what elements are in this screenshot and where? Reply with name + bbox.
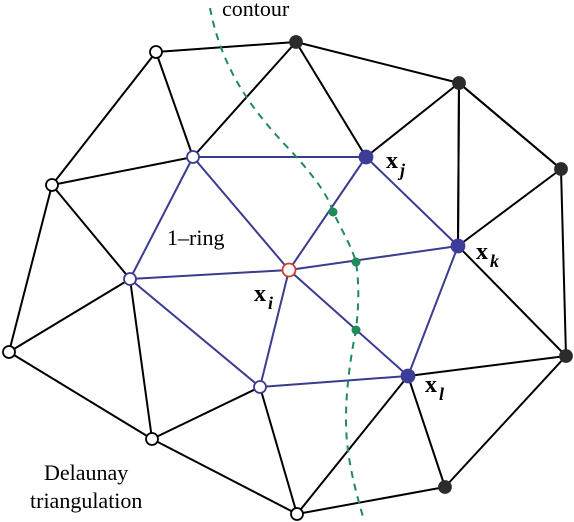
open-vertex (2, 345, 16, 359)
ring-vertex-open (123, 272, 137, 286)
mesh-edge (458, 82, 562, 170)
ring-edge (259, 375, 409, 388)
mesh-edge (8, 278, 131, 353)
mesh-vertices (2, 35, 573, 521)
contour-label: contour (222, 0, 290, 21)
contour-point (351, 325, 361, 335)
mesh-edge (151, 386, 261, 440)
filled-vertex (289, 35, 303, 49)
mesh-edge (296, 375, 409, 515)
contour-point (351, 257, 361, 267)
filled-vertex (554, 162, 568, 176)
ring-vertex-open (186, 150, 200, 164)
open-vertex (149, 45, 163, 59)
mesh-edge (51, 184, 131, 280)
ring-edge (288, 245, 459, 271)
mesh-edge (444, 355, 567, 488)
ring-edge (129, 278, 261, 388)
one-ring-label: 1–ring (167, 225, 225, 250)
ring-edge (407, 245, 459, 377)
vertex-xl (400, 368, 416, 384)
mesh-edge (457, 245, 567, 357)
mesh-edge (151, 438, 298, 515)
open-vertex (290, 507, 304, 521)
mesh-edge (155, 51, 194, 158)
mesh-edge (259, 386, 298, 515)
vertex-xj (358, 149, 374, 165)
mesh-edge (407, 355, 567, 377)
mesh-edge (295, 41, 367, 158)
ring-edge (365, 156, 459, 247)
mesh-edge (192, 41, 297, 158)
ring-edge (288, 269, 409, 377)
mesh-edge (155, 41, 297, 53)
ring-edge (288, 156, 367, 271)
mesh-edge (457, 82, 460, 247)
contour-intersection-points (328, 207, 361, 335)
filled-vertex (438, 480, 452, 494)
ring-edge (129, 269, 290, 280)
contour-point (328, 207, 338, 217)
vertex-xk (450, 238, 466, 254)
contour-curve (209, 7, 365, 521)
mesh-edge (8, 184, 53, 353)
ring-edge (192, 156, 290, 271)
ring-edge (129, 156, 194, 280)
mesh-edge (560, 168, 567, 357)
mesh-edge (296, 486, 446, 515)
triangulation-edges (8, 41, 567, 515)
one-ring-edges (129, 156, 459, 388)
ring-edge (259, 269, 290, 388)
mesh-edge (51, 156, 194, 186)
delaunay-label-line1: Delaunay (44, 460, 129, 485)
open-vertex (45, 178, 59, 192)
mesh-edge (407, 375, 446, 488)
vertex-xi-center (281, 262, 297, 278)
mesh-edge (8, 351, 153, 440)
delaunay-label-line2: triangulation (30, 488, 143, 513)
filled-vertex (452, 76, 466, 90)
mesh-edge (457, 168, 562, 247)
open-vertex (145, 432, 159, 446)
mesh-edge (365, 82, 460, 158)
filled-vertex (559, 349, 573, 363)
ring-vertex-open (253, 380, 267, 394)
mesh-edge (129, 278, 153, 440)
mesh-edge (295, 41, 460, 84)
mesh-edge (51, 51, 157, 186)
